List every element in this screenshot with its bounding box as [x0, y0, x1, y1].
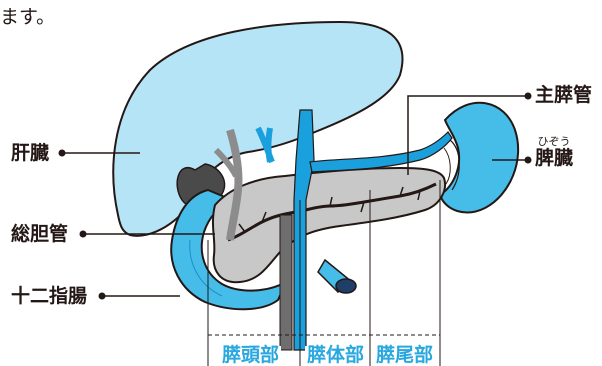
spleen-reading: ひぞう — [535, 136, 573, 147]
region-tail-label: 膵尾部 — [374, 346, 435, 365]
common-bile-duct-label: 総胆管 — [11, 225, 68, 244]
aorta-shape — [280, 215, 292, 350]
region-head-label: 膵頭部 — [220, 346, 281, 365]
duodenum-label: 十二指腸 — [11, 287, 87, 306]
main-pancreatic-duct-label: 主膵管 — [535, 86, 592, 105]
liver-label: 肝臓 — [11, 144, 49, 163]
spleen-label: 脾臓 — [535, 147, 573, 169]
spleen-label-group: ひぞう 脾臓 — [535, 136, 573, 168]
spleen-shape — [440, 103, 518, 213]
splenic-vessel-shape — [310, 132, 452, 172]
region-body-label: 膵体部 — [305, 346, 366, 365]
